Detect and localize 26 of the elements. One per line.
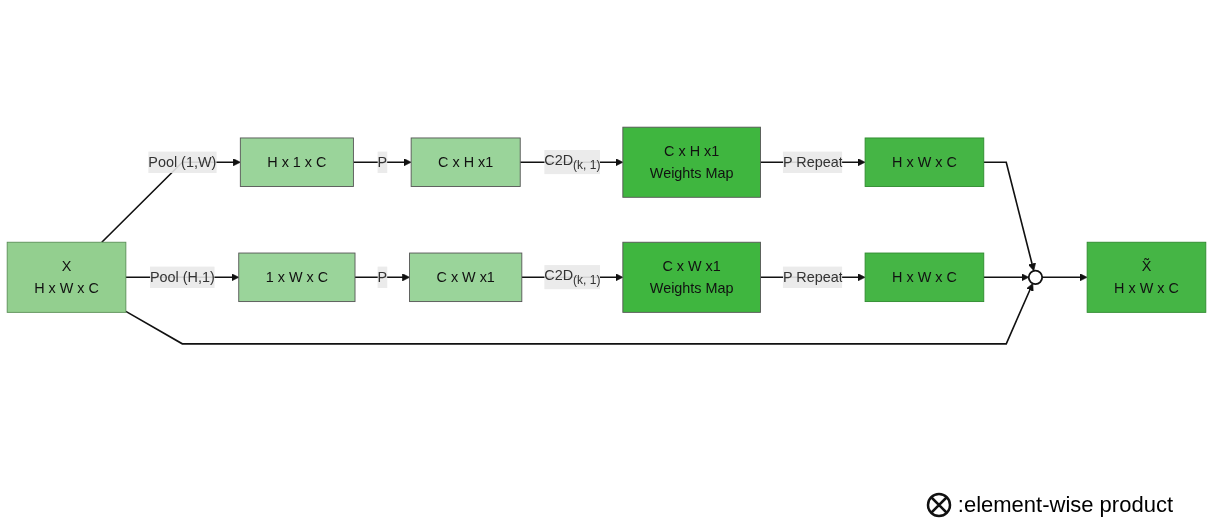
node-box: H x W x C — [864, 252, 985, 302]
node-box: C x H x1 — [410, 137, 521, 187]
arrow — [354, 272, 410, 281]
arrow — [125, 282, 1034, 345]
edge-label: P — [377, 268, 388, 284]
arrow — [1041, 272, 1088, 281]
node-circle — [1027, 269, 1044, 285]
node-box: C x W x1 — [409, 252, 523, 302]
edge-label: P Repeat — [782, 153, 843, 169]
legend-text: :element-wise product — [957, 492, 1173, 518]
node-box: X̃ H x W x C — [1086, 241, 1207, 313]
node-box: C x W x1 Weights Map — [622, 241, 761, 313]
node-box: 1 x W x C — [238, 252, 356, 302]
edge-label: C2D$_{(k, 1)}$ — [544, 267, 601, 287]
edge-label: C2D$_{(k, 1)}$ — [544, 152, 601, 172]
arrow — [352, 157, 412, 166]
node-box: H x 1 x C — [239, 137, 354, 187]
edge-label: Pool (1,W) — [148, 153, 217, 169]
node-box: C x H x1 Weights Map — [622, 126, 761, 198]
node-box: H x W x C — [864, 137, 985, 187]
arrow — [982, 160, 1036, 271]
node-box: X H x W x C — [6, 241, 127, 313]
edge-label: P — [377, 153, 388, 169]
edge-label: Pool (H,1) — [149, 268, 215, 284]
arrow — [982, 272, 1030, 281]
edge-label: P Repeat — [782, 268, 843, 284]
